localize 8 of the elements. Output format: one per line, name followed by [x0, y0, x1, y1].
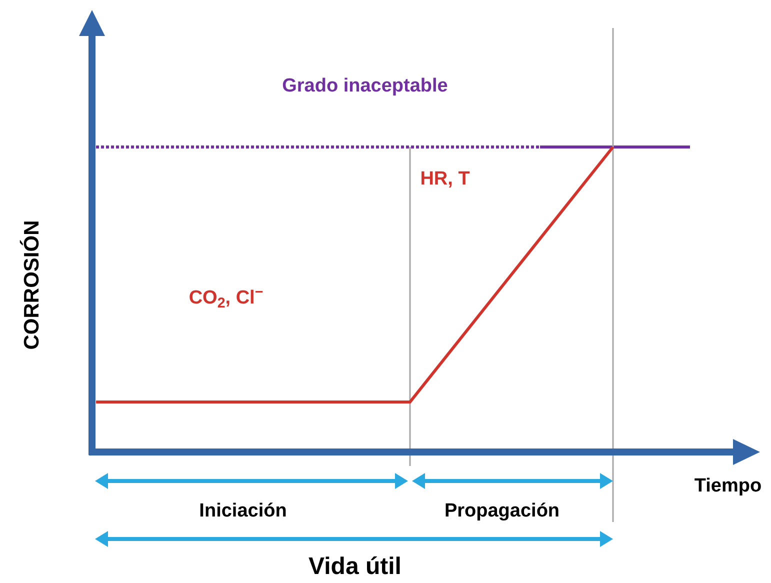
period-label: Vida útil — [308, 555, 402, 579]
axis-title: CORROSIÓN — [22, 220, 42, 350]
phase-label: Propagación — [444, 502, 560, 520]
threshold-label: Grado inaceptable — [282, 76, 448, 96]
axis-title: Tiempo — [694, 476, 762, 496]
factor-label: HR, T — [420, 170, 470, 188]
phase-label: Iniciación — [199, 502, 287, 520]
factor-label: CO$_{2}$, Cl$^{−}$ — [188, 288, 264, 308]
